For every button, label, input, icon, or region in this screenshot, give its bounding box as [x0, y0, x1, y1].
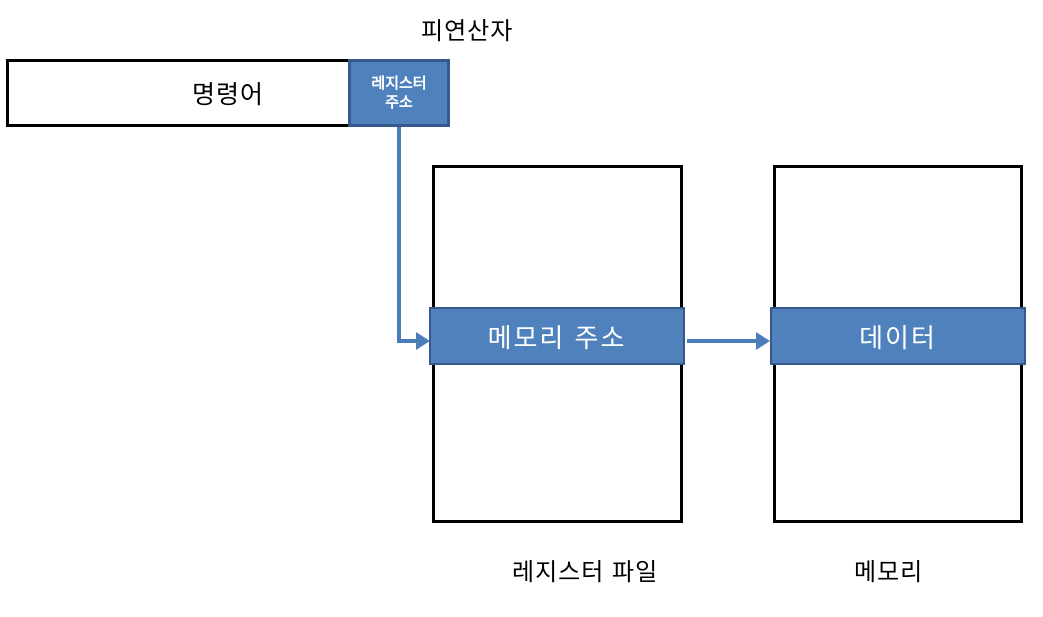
register-address-label: 레지스터 주소: [371, 74, 427, 112]
memory-caption: 메모리: [854, 559, 924, 586]
data-band: 데이터: [770, 307, 1026, 365]
instruction-label: 명령어: [191, 81, 264, 109]
register-address-arrow-vertical-segment: [397, 127, 401, 341]
memory-address-arrow-segment: [687, 339, 758, 343]
memory-address-label: 메모리 주소: [487, 322, 627, 353]
register-address-box: 레지스터 주소: [348, 59, 450, 127]
memory-address-band: 메모리 주소: [429, 307, 685, 365]
data-label: 데이터: [859, 322, 937, 353]
register-address-arrowhead-icon: [416, 332, 430, 350]
memory-address-arrowhead-icon: [756, 332, 770, 350]
register-file-caption: 레지스터 파일: [512, 559, 659, 586]
operand-title: 피연산자: [421, 18, 514, 45]
register-address-arrow-horizontal-segment: [397, 339, 418, 343]
